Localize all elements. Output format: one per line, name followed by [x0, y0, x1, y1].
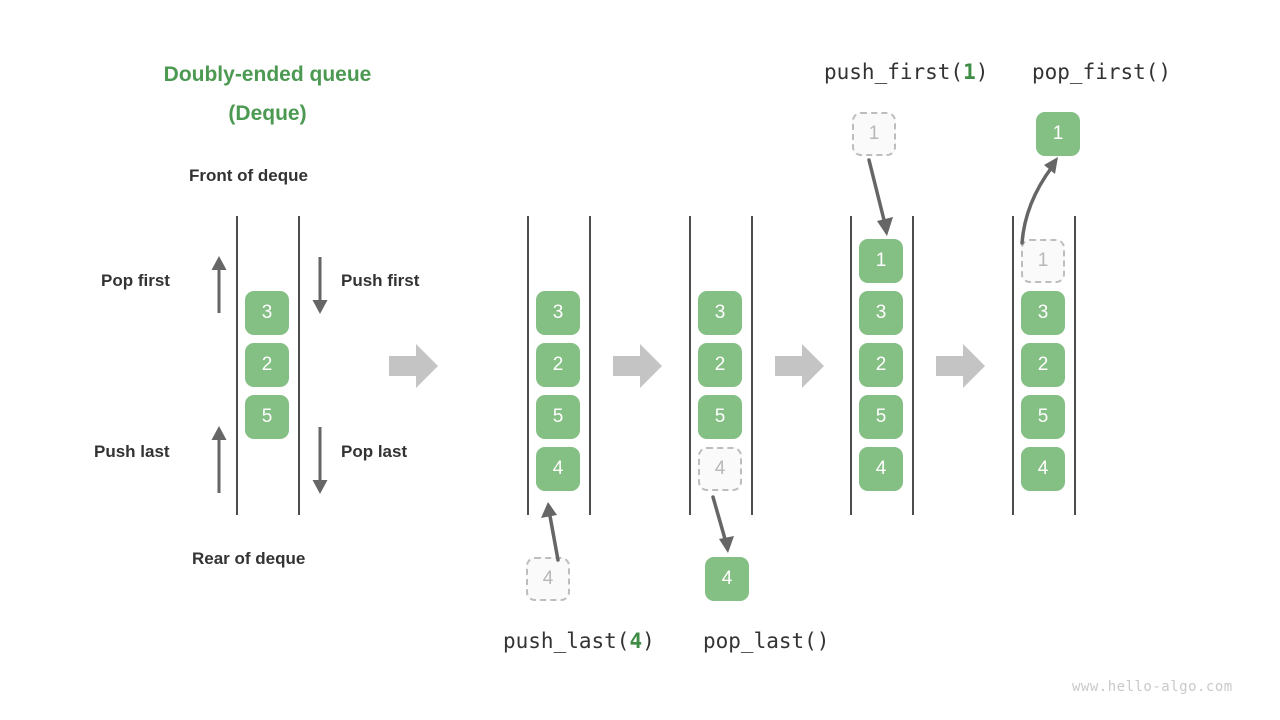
deque-cell: 5 [536, 395, 580, 439]
push-first-op-name: push_first( [824, 60, 964, 84]
push-first-arrow-icon [307, 255, 333, 315]
rail-right-panel5 [1074, 216, 1076, 515]
rail-right-overview [298, 216, 300, 515]
push-last-insert-arrow-icon [536, 500, 576, 562]
pop-first-op-label: pop_first() [1032, 60, 1172, 84]
push-last-op-close: ) [642, 629, 655, 653]
rail-left-panel3 [689, 216, 691, 515]
push-first-op-arg: 1 [963, 60, 976, 84]
floating-cell: 4 [705, 557, 749, 601]
floating-cell-ghost: 1 [852, 112, 896, 156]
deque-cell: 3 [859, 291, 903, 335]
deque-cell-ghost: 1 [1021, 239, 1065, 283]
deque-cell: 2 [1021, 343, 1065, 387]
rail-left-panel5 [1012, 216, 1014, 515]
pop-first-extract-arrow-icon [1008, 155, 1068, 245]
push-last-arrow-icon [206, 425, 232, 495]
pop-last-label: Pop last [341, 442, 408, 461]
deque-cell: 5 [245, 395, 289, 439]
deque-cell: 2 [859, 343, 903, 387]
page-title-line1: Doubly-ended queue [163, 63, 372, 86]
push-last-op-label: push_last(4) [503, 629, 655, 653]
pop-first-arrow-icon [206, 255, 232, 315]
deque-cell: 4 [859, 447, 903, 491]
deque-cell: 5 [1021, 395, 1065, 439]
push-last-op-name: push_last( [503, 629, 630, 653]
transition-arrow-icon [389, 343, 439, 389]
rail-right-panel4 [912, 216, 914, 515]
pop-last-arrow-icon [307, 425, 333, 495]
deque-cell: 2 [536, 343, 580, 387]
floating-cell: 1 [1036, 112, 1080, 156]
rail-left-panel4 [850, 216, 852, 515]
transition-arrow-icon [613, 343, 663, 389]
push-first-op-close: ) [975, 60, 989, 84]
pop-first-label: Pop first [101, 271, 170, 290]
deque-cell: 2 [245, 343, 289, 387]
push-last-op-arg: 4 [629, 629, 643, 653]
push-first-op-label: push_first(1) [824, 60, 988, 84]
deque-cell: 3 [245, 291, 289, 335]
deque-cell: 4 [1021, 447, 1065, 491]
transition-arrow-icon [775, 343, 825, 389]
deque-cell: 3 [698, 291, 742, 335]
deque-cell: 1 [859, 239, 903, 283]
pop-last-op-label: pop_last() [703, 629, 830, 653]
rear-of-deque-label: Rear of deque [192, 549, 306, 568]
deque-cell: 2 [698, 343, 742, 387]
rail-left-panel2 [527, 216, 529, 515]
pop-last-extract-arrow-icon [703, 495, 743, 557]
deque-cell: 3 [1021, 291, 1065, 335]
push-first-insert-arrow-icon [856, 158, 906, 240]
rail-right-panel3 [751, 216, 753, 515]
front-of-deque-label: Front of deque [189, 166, 308, 185]
push-last-label: Push last [94, 442, 170, 461]
deque-cell: 5 [698, 395, 742, 439]
deque-cell-ghost: 4 [698, 447, 742, 491]
page-title-line2: (Deque) [228, 102, 307, 125]
deque-cell: 3 [536, 291, 580, 335]
rail-right-panel2 [589, 216, 591, 515]
push-first-label: Push first [341, 271, 420, 290]
deque-cell: 4 [536, 447, 580, 491]
deque-cell: 5 [859, 395, 903, 439]
floating-cell-ghost: 4 [526, 557, 570, 601]
rail-left-overview [236, 216, 238, 515]
transition-arrow-icon [936, 343, 986, 389]
watermark: www.hello-algo.com [1072, 679, 1233, 695]
